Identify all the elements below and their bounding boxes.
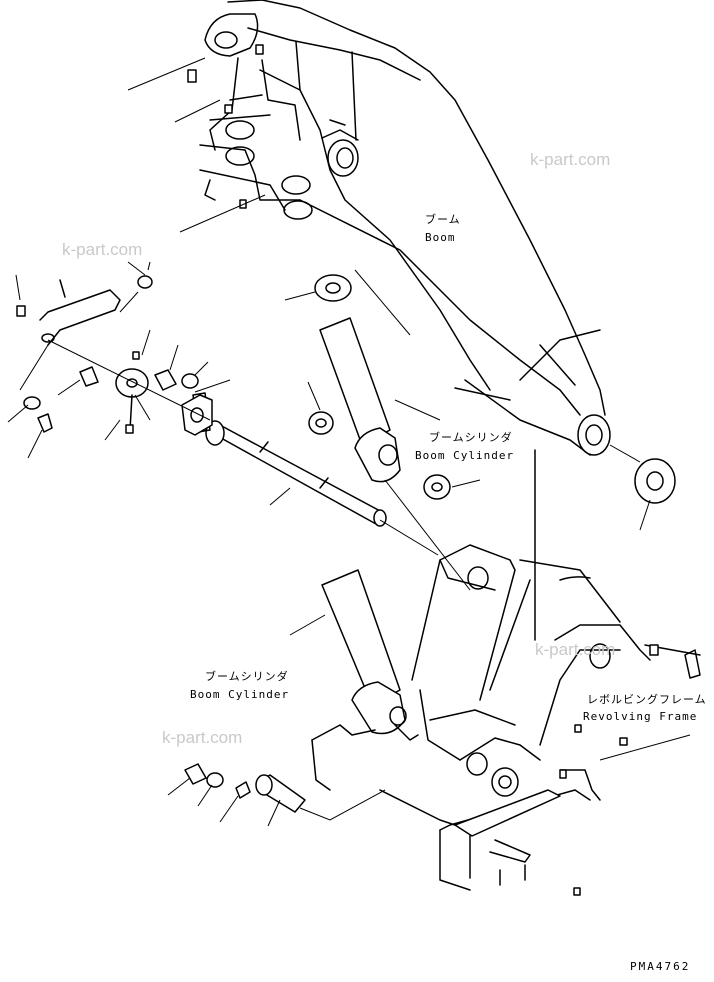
washers	[284, 274, 676, 531]
small-parts	[7, 261, 211, 459]
boom	[127, 0, 611, 456]
boom-cylinder-upper-label-jp: ブームシリンダ	[429, 431, 513, 444]
boom-cylinder-lower	[289, 569, 419, 741]
watermark: k-part.com	[530, 150, 611, 169]
watermark: k-part.com	[62, 240, 143, 259]
revolving-frame-label-jp: レボルビングフレーム	[587, 693, 707, 706]
watermark: k-part.com	[535, 640, 616, 659]
revolving-frame	[311, 449, 701, 896]
revolving-frame-label-en: Revolving Frame	[583, 710, 698, 723]
drawing-code: PMA4762	[630, 960, 691, 973]
pin-long	[181, 379, 439, 556]
boom-cylinder-lower-label-en: Boom Cylinder	[190, 688, 290, 701]
boom-label-jp: ブーム	[425, 213, 461, 226]
boom-cylinder-upper-label-en: Boom Cylinder	[415, 449, 515, 462]
boom-cylinder-upper	[319, 317, 471, 591]
watermark: k-part.com	[162, 728, 243, 747]
boom-label-en: Boom	[425, 231, 456, 244]
lower-pin-set	[167, 763, 386, 827]
boom-cylinder-lower-label-jp: ブームシリンダ	[205, 670, 289, 683]
